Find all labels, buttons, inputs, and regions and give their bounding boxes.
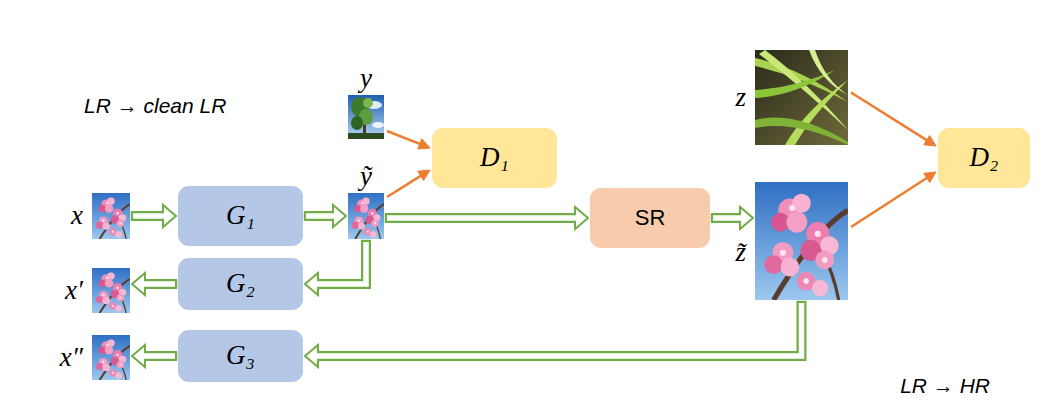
region-label: LR → clean LR [84,94,226,118]
network-block: D₂ [938,128,1030,188]
block-label: D₂ [970,142,999,173]
image-thumbnail [755,50,848,145]
arrow-shaft [387,176,421,197]
arrow-shaft [318,240,366,284]
flow-arrow [304,205,346,227]
image-label: z̃ [735,237,746,268]
discriminator-arrow [387,170,430,197]
image-node: z̃ [755,182,848,300]
discriminator-arrow [387,131,430,149]
arrow-shaft-inner [133,213,166,219]
image-label: ỹ [360,161,372,192]
flow-arrow [132,345,177,367]
image-node: z [755,50,848,145]
flow-arrow [305,301,802,367]
arrowhead [418,170,430,181]
image-node: x [92,193,130,239]
region-frame: y x G₁ ỹ D₁ x′ G₂ LR → clean LR [40,42,580,322]
network-block: D₁ [432,128,557,188]
region-border [11,8,1046,410]
network-block: G₂ [178,258,303,310]
image-label: x″ [60,342,83,373]
network-block: G₃ [178,330,303,382]
arrow-shaft-inner [142,353,175,359]
block-label: G₃ [226,340,255,371]
network-block: G₁ [178,186,303,246]
region-outline [8,5,1048,412]
flow-arrow [132,273,177,295]
image-label: x [71,200,83,231]
region-label: LR → HR [900,374,990,398]
block-label: G₁ [226,200,255,231]
image-node: ỹ [348,193,384,239]
discriminator-arrow [851,172,936,227]
arrowhead [924,135,936,146]
image-label: x′ [65,275,83,306]
image-thumbnail [92,193,130,239]
network-block: SR [590,188,710,248]
arrow-shaft-inner [315,303,802,356]
block-label: D₁ [480,142,509,173]
image-thumbnail [348,95,384,139]
block-label: G₂ [226,268,255,299]
arrow-shaft [851,93,927,141]
arrow-shaft-inner [142,281,175,287]
arrow-shaft [387,131,420,144]
arrow-shaft [851,178,927,227]
flow-arrow [385,207,588,229]
region-frame: y x G₁ ỹ D₁ x′ G₂ LR → clean LR SR z z̃ D₂ x″ G₃ LR → … [8,5,1048,412]
discriminator-arrow [851,93,936,147]
arrowhead [418,139,430,149]
image-thumbnail [348,193,384,239]
image-node: x′ [92,268,130,313]
image-label: y [360,63,372,94]
arrow-shaft-inner [713,215,743,221]
flow-arrow [305,240,366,295]
arrow-shaft-inner [306,213,336,219]
flow-arrow [131,205,176,227]
arrow-shaft-inner [315,242,366,284]
image-thumbnail [92,335,130,380]
image-thumbnail [755,182,848,300]
flow-arrow [711,207,753,229]
image-node: x″ [92,335,130,380]
image-node: y [348,95,384,139]
arrow-shaft-inner [387,215,578,221]
arrowhead [924,172,936,183]
arrow-shaft [318,301,802,356]
image-label: z [735,82,746,113]
region-border [42,44,578,320]
image-thumbnail [92,268,130,313]
block-label: SR [635,205,666,230]
